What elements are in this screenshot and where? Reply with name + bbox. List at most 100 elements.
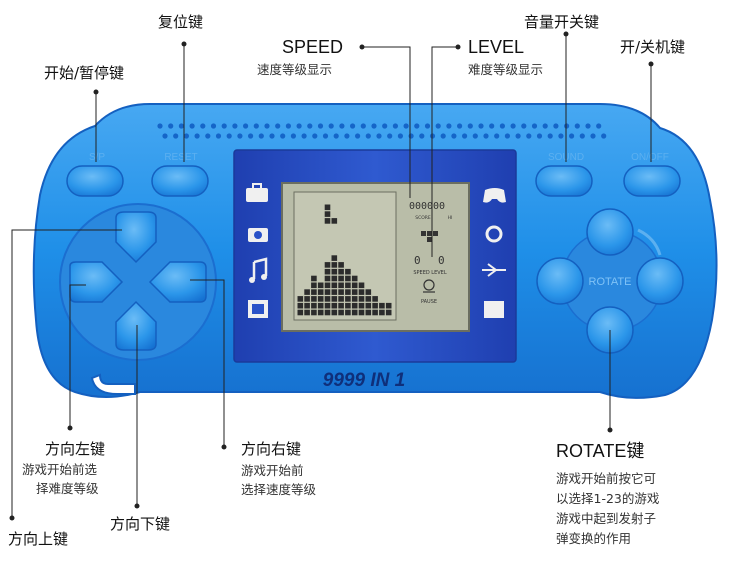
grille-dot bbox=[564, 123, 570, 129]
lcd-block bbox=[331, 275, 338, 282]
grille-dot bbox=[189, 123, 195, 129]
grille-dot bbox=[248, 133, 254, 139]
lcd-speed-level-label: SPEED LEVEL bbox=[413, 270, 446, 276]
grille-dot bbox=[462, 133, 468, 139]
lcd-pause-label: PAUSE bbox=[421, 299, 437, 305]
lcd-block bbox=[331, 296, 338, 302]
lcd-block bbox=[351, 289, 358, 295]
grille-dot bbox=[382, 123, 388, 129]
rotate-desc-1: 游戏开始前按它可 bbox=[556, 471, 657, 486]
dpad-up-button[interactable] bbox=[115, 211, 157, 264]
lcd-block bbox=[345, 309, 351, 316]
grille-dot bbox=[397, 133, 403, 139]
lcd-block bbox=[331, 289, 338, 295]
grille-dot bbox=[307, 123, 313, 129]
grille-dot bbox=[243, 123, 249, 129]
lcd-block bbox=[365, 289, 372, 295]
grille-dot bbox=[269, 133, 275, 139]
lcd-speed-value: 0 bbox=[414, 254, 421, 267]
sound-button[interactable] bbox=[535, 165, 593, 197]
lcd-falling-block bbox=[331, 218, 338, 224]
grille-dot bbox=[547, 133, 553, 139]
grille-dot bbox=[440, 133, 446, 139]
left-desc-1: 游戏开始前选 bbox=[22, 462, 98, 477]
grille-dot bbox=[435, 123, 441, 129]
lcd-block bbox=[338, 268, 344, 275]
lcd-block bbox=[324, 302, 331, 309]
lcd-block bbox=[324, 275, 331, 282]
lcd-block bbox=[351, 282, 358, 289]
lcd-block bbox=[365, 309, 372, 316]
lcd-block bbox=[365, 296, 372, 302]
lcd-block bbox=[385, 302, 392, 309]
lcd-block bbox=[372, 296, 378, 302]
callout-line-level bbox=[431, 46, 458, 257]
lcd-block bbox=[311, 275, 317, 282]
dpad-right-button[interactable] bbox=[148, 261, 207, 303]
lcd-block bbox=[338, 282, 344, 289]
grille-dot bbox=[173, 133, 179, 139]
grille-dot bbox=[457, 123, 463, 129]
grille-dot bbox=[414, 123, 420, 129]
grille-dot bbox=[194, 133, 200, 139]
callout-line-right bbox=[190, 279, 225, 447]
lcd-block bbox=[351, 309, 358, 316]
grille-dot bbox=[264, 123, 270, 129]
lcd-block bbox=[338, 309, 344, 316]
action-button-right[interactable] bbox=[636, 257, 684, 305]
speed-desc: 速度等级显示 bbox=[257, 62, 333, 77]
lcd-block bbox=[317, 296, 324, 302]
lcd-block bbox=[304, 289, 310, 295]
lcd-block bbox=[331, 268, 338, 275]
lcd-block bbox=[372, 302, 378, 309]
lcd-block bbox=[358, 289, 365, 295]
callout-line-speed bbox=[362, 46, 411, 198]
grille-dot bbox=[365, 133, 371, 139]
grille-dot bbox=[451, 133, 457, 139]
grille-dot bbox=[253, 123, 259, 129]
lcd-block bbox=[345, 268, 351, 275]
callout-line-up bbox=[11, 229, 122, 518]
grille-dot bbox=[157, 123, 163, 129]
lcd-pause-icon bbox=[423, 279, 435, 293]
lcd-block bbox=[345, 296, 351, 302]
lcd-block bbox=[331, 302, 338, 309]
grille-dot bbox=[258, 133, 264, 139]
lcd-block bbox=[324, 282, 331, 289]
action-button-top[interactable] bbox=[586, 208, 634, 256]
grille-dot bbox=[494, 133, 500, 139]
grille-dot bbox=[221, 123, 227, 129]
lcd-block bbox=[317, 289, 324, 295]
level-desc: 难度等级显示 bbox=[468, 62, 544, 77]
sp-button[interactable] bbox=[66, 165, 124, 197]
lcd-block bbox=[324, 289, 331, 295]
lcd-block bbox=[304, 309, 310, 316]
grille-dot bbox=[301, 133, 307, 139]
lcd-score-label: SCORE bbox=[415, 215, 431, 221]
grille-dot bbox=[585, 123, 591, 129]
speaker-grille bbox=[157, 123, 607, 139]
action-button-left[interactable] bbox=[536, 257, 584, 305]
lcd-block bbox=[311, 282, 317, 289]
lcd-block bbox=[297, 302, 304, 309]
reset-button[interactable] bbox=[151, 165, 209, 197]
grille-dot bbox=[200, 123, 206, 129]
speed-callout: SPEED bbox=[282, 37, 344, 57]
lcd-hi-label: HI bbox=[448, 215, 453, 221]
grille-dot bbox=[355, 133, 361, 139]
up-callout: 方向上键 bbox=[8, 530, 69, 548]
rotate-arrow-icon bbox=[637, 228, 662, 256]
lcd-block bbox=[311, 302, 317, 309]
grille-dot bbox=[489, 123, 495, 129]
lcd-block bbox=[365, 302, 372, 309]
dpad-down-button[interactable] bbox=[115, 300, 157, 351]
gamepad-icon bbox=[483, 188, 506, 203]
lcd-block bbox=[338, 289, 344, 295]
rotate-label: ROTATE bbox=[589, 276, 632, 288]
usb-icon bbox=[482, 263, 506, 277]
lcd-block bbox=[331, 262, 338, 268]
onoff-button[interactable] bbox=[623, 165, 681, 197]
grille-dot bbox=[569, 133, 575, 139]
grille-dot bbox=[226, 133, 232, 139]
grille-dot bbox=[483, 133, 489, 139]
